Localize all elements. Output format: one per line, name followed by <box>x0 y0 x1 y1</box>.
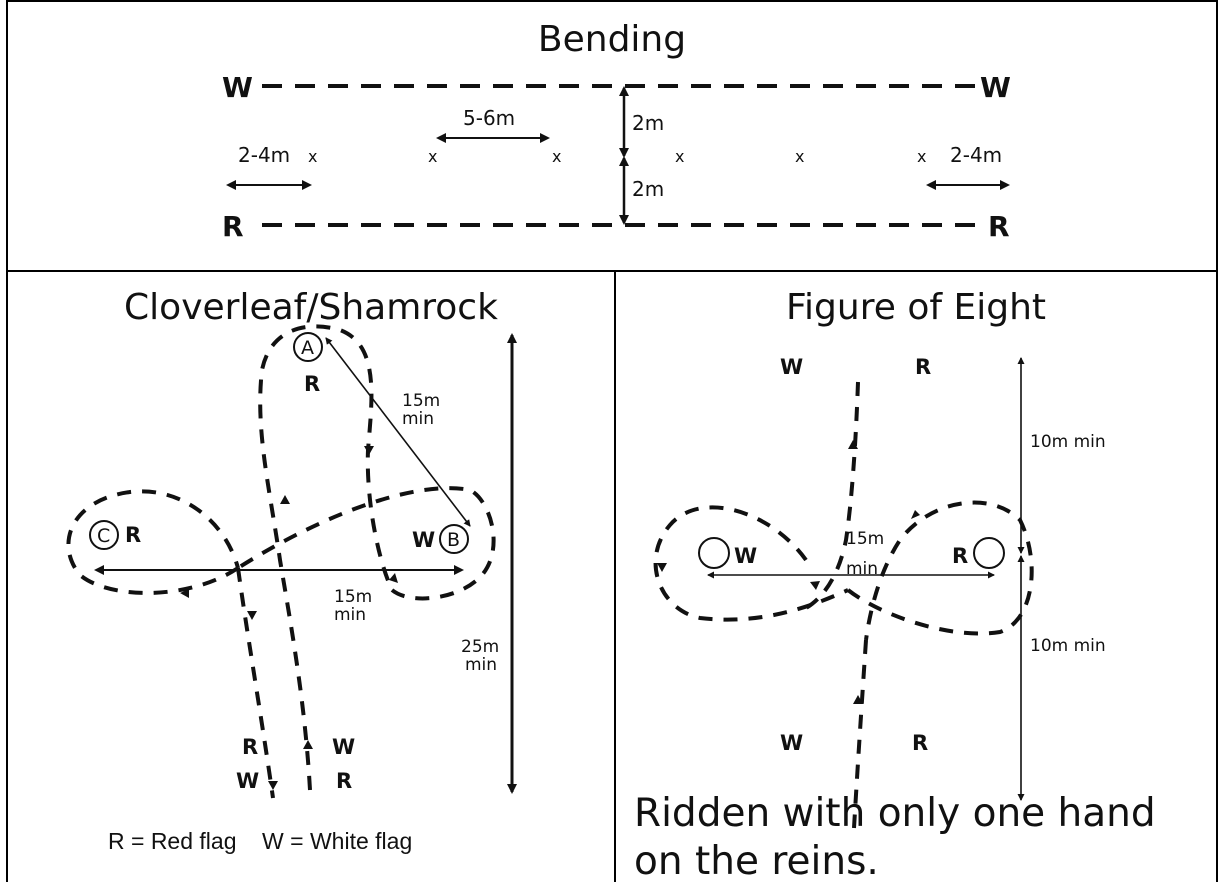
label-r-bottom-right: R <box>336 769 352 793</box>
figure-eight-diagram: W R 15m min 10m min 10m min W R W R <box>653 355 1106 829</box>
label-w-marker: W <box>734 544 757 568</box>
pole-mark: x <box>795 147 804 166</box>
marker-a-circle <box>293 332 323 362</box>
direction-arrow <box>180 589 189 598</box>
label-2-4m-left: 2-4m <box>238 143 290 167</box>
direction-arrow <box>364 446 374 455</box>
direction-arrow <box>657 563 667 572</box>
marker-b: B <box>447 529 460 551</box>
label-r-a: R <box>304 372 320 396</box>
direction-arrow <box>280 495 290 504</box>
marker-a: A <box>301 337 314 359</box>
route-path <box>66 489 240 595</box>
direction-arrow <box>911 510 920 519</box>
label-15m-ab: 15m <box>402 391 440 411</box>
label-min-25m: min <box>465 655 497 675</box>
label-w-bottom: W <box>780 731 803 755</box>
marker-w-circle <box>698 537 730 569</box>
marker-c-circle <box>89 520 119 550</box>
label-2m-top: 2m <box>632 111 664 135</box>
label-10m-top: 10m min <box>1030 432 1106 452</box>
direction-arrow <box>268 781 278 790</box>
route-path <box>236 567 275 799</box>
label-w-b: W <box>412 528 435 552</box>
label-min-15m: min <box>846 559 878 579</box>
label-r-marker: R <box>952 544 968 568</box>
label-15m: 15m <box>846 529 884 549</box>
label-15m-bc: 15m <box>334 587 372 607</box>
pole-mark: x <box>308 147 317 166</box>
cloverleaf-diagram: A R B W C R 15m min 15m min 25m min R W … <box>66 324 517 799</box>
direction-arrow <box>303 740 313 749</box>
pole-mark: x <box>428 147 437 166</box>
label-w-bottom-left: W <box>236 769 259 793</box>
flag-legend: R = Red flag W = White flag <box>108 828 413 854</box>
label-w-bottom-right: W <box>332 735 355 759</box>
label-r-right: R <box>988 210 1010 243</box>
pole-mark: x <box>917 147 926 166</box>
bending-title: Bending <box>537 19 687 60</box>
direction-arrow <box>810 581 820 590</box>
label-w-top: W <box>780 355 803 379</box>
label-w-left: W <box>222 71 253 104</box>
label-min-bc: min <box>334 605 366 625</box>
direction-arrow <box>848 440 858 449</box>
route-path <box>653 505 849 622</box>
figure-eight-title: Figure of Eight <box>785 287 1047 328</box>
label-r-c: R <box>125 523 141 547</box>
label-w-right: W <box>980 71 1011 104</box>
label-10m-bottom: 10m min <box>1030 636 1106 656</box>
route-path <box>258 324 394 791</box>
pole-mark: x <box>675 147 684 166</box>
figure-eight-panel <box>614 270 1218 882</box>
label-5-6m: 5-6m <box>463 106 515 130</box>
direction-arrow <box>853 695 863 704</box>
direction-arrow <box>247 611 257 620</box>
route-path <box>804 381 860 610</box>
pole-mark: x <box>552 147 561 166</box>
bending-diagram: W W R R x x x x x x 5-6m 2m 2m 2-4m 2-4m <box>222 71 1011 243</box>
label-2-4m-right: 2-4m <box>950 143 1002 167</box>
figure-eight-caption: Ridden with only one hand on the reins. <box>634 791 1156 884</box>
marker-r-circle <box>973 537 1005 569</box>
route-path <box>236 486 496 601</box>
arrow-a-b <box>325 337 471 527</box>
label-r-top: R <box>915 355 931 379</box>
label-25m: 25m <box>461 637 499 657</box>
cloverleaf-title: Cloverleaf/Shamrock <box>124 287 498 328</box>
label-min-ab: min <box>402 409 434 429</box>
label-r-bottom-left: R <box>242 735 258 759</box>
label-r-left: R <box>222 210 244 243</box>
label-r-bottom: R <box>912 731 928 755</box>
marker-c: C <box>97 525 110 547</box>
direction-arrow <box>389 573 398 583</box>
label-2m-bottom: 2m <box>632 177 664 201</box>
